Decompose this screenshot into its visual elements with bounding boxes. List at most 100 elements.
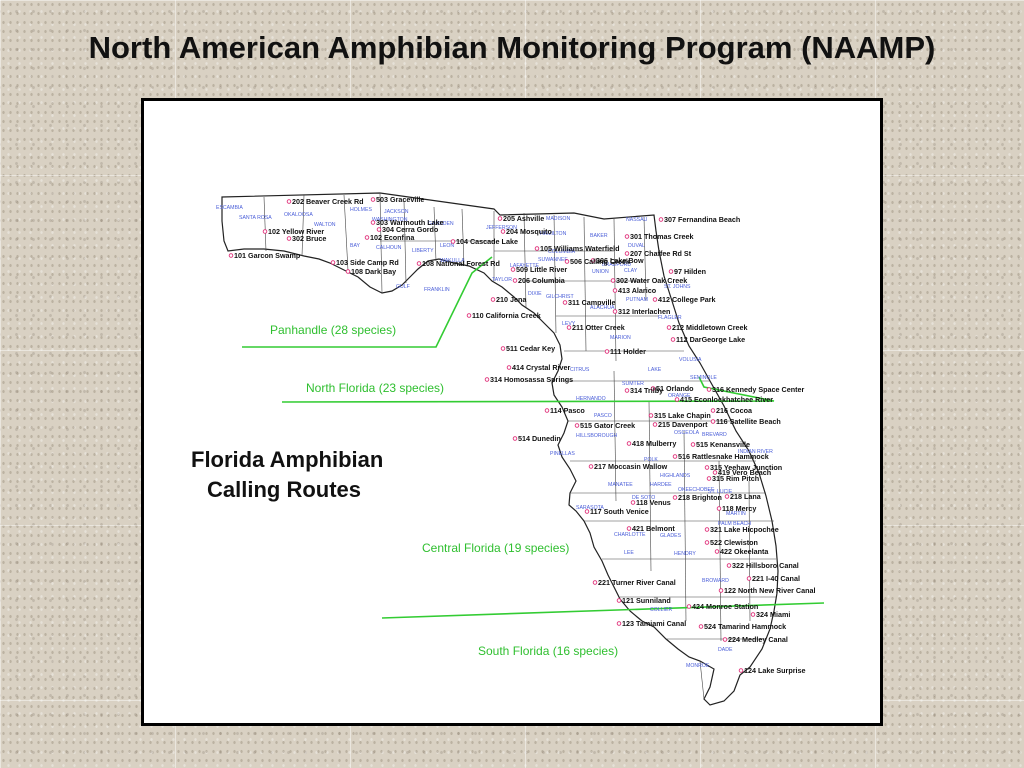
route-label: 123 Tamiami Canal (622, 619, 686, 628)
route-marker (652, 297, 658, 302)
route-marker (370, 197, 376, 202)
route-label: 218 Brighton (678, 493, 722, 502)
route-label: 514 Dunedin (518, 434, 561, 443)
route-marker (750, 612, 756, 617)
route-label: 312 Interlachen (618, 307, 670, 316)
county-label: FRANKLIN (424, 287, 450, 293)
route-marker (330, 260, 336, 265)
region-label-north-florida: North Florida (23 species) (306, 381, 444, 395)
region-label-panhandle: Panhandle (28 species) (270, 323, 396, 337)
route-marker (726, 563, 732, 568)
route-marker (626, 441, 632, 446)
route-label: 218 Lana (730, 492, 762, 501)
county-label: SANTA ROSA (239, 215, 272, 221)
county-label: NASSAU (626, 217, 648, 223)
county-label: LIBERTY (412, 248, 434, 254)
route-label: 211 Otter Creek (572, 323, 625, 332)
route-label: 210 Jena (496, 295, 527, 304)
map-heading-line1: Florida Amphibian (191, 447, 383, 472)
county-label: MARION (610, 335, 631, 341)
route-marker (652, 422, 658, 427)
route-label: 515 Kenansville (696, 440, 750, 449)
route-label: 422 Okeelanta (720, 547, 769, 556)
route-label: 217 Moccasin Wallow (594, 462, 668, 471)
route-marker (364, 235, 370, 240)
county-label: HAMILTON (540, 231, 567, 237)
county-label: PASCO (594, 413, 612, 419)
county-lines (263, 193, 776, 700)
county-label: MONROE (686, 663, 710, 669)
region-dividers (242, 256, 825, 619)
route-marker (712, 470, 718, 475)
route-marker (668, 269, 674, 274)
route-label: 311 Campville (568, 298, 616, 307)
county-label: FLAGLER (658, 315, 682, 321)
route-marker (626, 526, 632, 531)
route-marker (746, 576, 752, 581)
county-label: BAKER (590, 233, 608, 239)
county-label: ALACHUA (590, 305, 615, 311)
route-label: 221 Turner River Canal (598, 578, 676, 587)
county-label: DE SOTO (632, 495, 655, 501)
route-label: 101 Garcon Swamp (234, 251, 301, 260)
route-marker (544, 408, 550, 413)
route-marker (666, 325, 672, 330)
region-label-central-florida: Central Florida (19 species) (422, 541, 569, 555)
county-label: ESCAMBIA (216, 205, 243, 211)
route-marker (704, 540, 710, 545)
route-label: 108 National Forest Rd (422, 259, 500, 268)
route-label: 103 Side Camp Rd (336, 258, 399, 267)
route-label: 413 Alarico (618, 286, 657, 295)
route-label: 202 Beaver Creek Rd (292, 197, 364, 206)
county-label: SUMTER (622, 381, 644, 387)
county-label: HARDEE (650, 482, 672, 488)
route-marker (500, 229, 506, 234)
route-label: 206 Columbia (518, 276, 566, 285)
county-label: GLADES (660, 533, 682, 539)
route-label: 315 Rim Pitch (712, 474, 759, 483)
route-marker (674, 397, 680, 402)
county-label: JACKSON (384, 209, 409, 215)
route-label: 314 Trilby (630, 386, 663, 395)
route-label: 306 Lake Bow (596, 256, 644, 265)
county-label: DIXIE (528, 291, 542, 297)
route-label: 122 North New River Canal (724, 586, 815, 595)
route-label: 105 Williams Waterfield (540, 244, 620, 253)
county-label: CITRUS (570, 367, 590, 373)
route-marker (686, 604, 692, 609)
route-marker (616, 598, 622, 603)
route-label: 51 Orlando (656, 384, 694, 393)
route-marker (738, 668, 744, 673)
county-label: HENDRY (674, 551, 696, 557)
route-label: 324 Miami (756, 610, 790, 619)
route-marker (648, 413, 654, 418)
route-marker (345, 269, 351, 274)
county-label: MADISON (546, 216, 570, 222)
route-marker (698, 624, 704, 629)
route-label: 516 Rattlesnake Hammock (678, 452, 769, 461)
route-label: 117 South Venice (590, 507, 649, 516)
county-label: BRADFORD (602, 262, 631, 268)
county-label: WALTON (314, 222, 336, 228)
route-marker (228, 253, 234, 258)
route-marker (500, 346, 506, 351)
county-label: CLAY (624, 268, 638, 274)
route-label: 124 Lake Surprise (744, 666, 806, 675)
route-label: 307 Fernandina Beach (664, 215, 740, 224)
county-label: OKEECHOBEE (678, 487, 715, 493)
route-label: 102 Yellow River (268, 227, 324, 236)
route-label: 118 Venus (636, 498, 671, 507)
map-heading-line2: Calling Routes (207, 477, 361, 502)
county-label: COLLIER (650, 607, 672, 613)
county-label: UNION (592, 269, 609, 275)
county-label: OKALOOSA (284, 212, 313, 218)
route-label: 315 Lake Chapin (654, 411, 711, 420)
route-label: 112 DarGeorge Lake (676, 335, 745, 344)
route-label: 110 California Creek (472, 311, 541, 320)
route-marker (497, 216, 503, 221)
route-label: 212 Middletown Creek (672, 323, 748, 332)
county-label: POLK (644, 457, 658, 463)
route-marker (484, 377, 490, 382)
slide-title: North American Amphibian Monitoring Prog… (88, 30, 936, 65)
